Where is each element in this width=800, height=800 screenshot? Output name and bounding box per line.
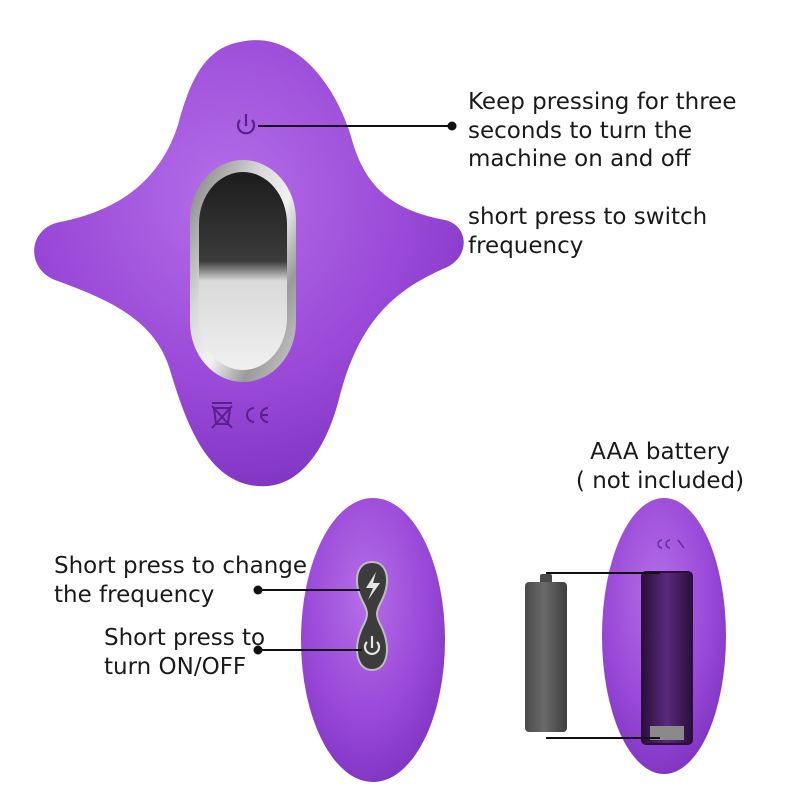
power-icon	[236, 114, 256, 135]
remote-button-strip	[356, 560, 388, 672]
callout-battery-text: AAA battery ( not included)	[575, 439, 745, 494]
callout-remote-on-text: Short press to turn ON/OFF	[104, 625, 266, 680]
callout-remote-frequency-text: Short press to change the frequency	[54, 553, 308, 608]
callout-remote-frequency-line	[253, 585, 360, 595]
battery-guide-lines	[546, 572, 660, 739]
back-marks	[657, 539, 685, 549]
battery-slot	[641, 571, 693, 745]
callout-switch-frequency-text: short press to switch frequency	[468, 204, 708, 259]
lightning-icon	[366, 572, 380, 600]
remote-front	[301, 498, 445, 782]
ce-mark-icon	[211, 402, 269, 429]
battery-spring	[650, 726, 684, 740]
callout-power-line	[258, 121, 457, 131]
power-icon	[363, 636, 381, 655]
remote-back	[602, 498, 726, 774]
aaa-battery	[525, 574, 567, 732]
main-device	[34, 40, 464, 487]
chrome-screen	[199, 172, 287, 370]
callout-remote-on-line	[253, 645, 362, 655]
callout-power-text: Keep pressing for three seconds to turn …	[468, 89, 737, 172]
